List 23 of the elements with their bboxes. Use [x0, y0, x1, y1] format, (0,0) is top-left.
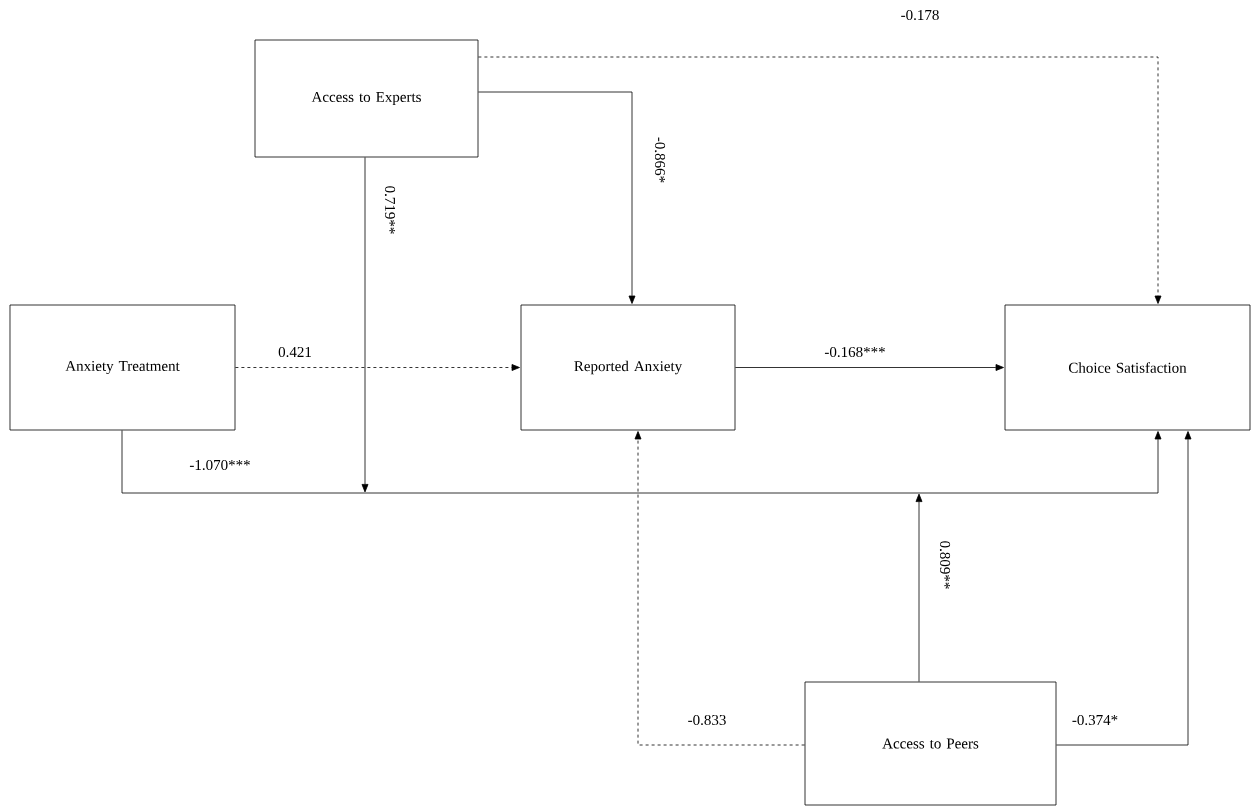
- variable-box: Choice Satisfaction: [1004, 304, 1251, 431]
- edge-label: -0.374*: [1070, 713, 1120, 727]
- edge-label: -0.168***: [823, 345, 887, 359]
- variable-box: Access to Experts: [254, 39, 479, 158]
- edge-label: -0.833: [686, 713, 728, 727]
- arrow: [121, 430, 1162, 494]
- variable-box: Reported Anxiety: [520, 304, 736, 431]
- arrow: [235, 364, 520, 371]
- arrow: [735, 364, 1004, 371]
- arrow: [915, 493, 923, 682]
- arrow: [478, 56, 1162, 304]
- arrow: [1056, 431, 1192, 746]
- edge-label: 0.719**: [383, 184, 397, 236]
- edge-label: 0.421: [277, 345, 313, 359]
- arrow: [361, 157, 369, 493]
- arrow: [634, 431, 805, 746]
- variable-box: Anxiety Treatment: [9, 304, 236, 431]
- variable-box: Access to Peers: [804, 681, 1057, 806]
- arrow: [478, 91, 636, 304]
- edge-label: -0.178: [899, 8, 941, 22]
- edge-label: 0.809**: [938, 539, 952, 591]
- edge-label: -1.070***: [188, 458, 252, 472]
- edge-label: -0.866*: [653, 135, 667, 185]
